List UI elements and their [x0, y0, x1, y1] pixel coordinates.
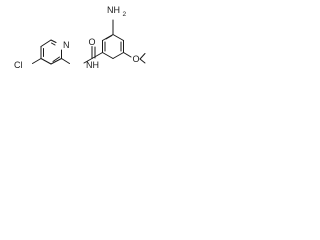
bond	[112, 52, 124, 59]
amine-subscript: 2	[123, 11, 127, 18]
molecule-drawing: Cl N NH O NH 2 O	[14, 5, 146, 70]
bond	[139, 53, 146, 60]
bond	[40, 58, 52, 65]
carbonyl-oxygen-label: O	[89, 37, 96, 47]
bond	[91, 52, 103, 59]
bond	[102, 52, 114, 59]
methoxy-oxygen-label: O	[133, 54, 140, 64]
bond	[32, 58, 42, 64]
bond	[61, 58, 70, 64]
bond	[52, 56, 60, 62]
bond	[105, 35, 113, 40]
bond	[40, 39, 52, 47]
bond	[139, 58, 146, 64]
bond	[50, 39, 57, 43]
bond	[112, 34, 124, 41]
benzene-ring	[102, 34, 124, 59]
bond	[50, 58, 62, 65]
bond	[51, 42, 56, 46]
pyridine-ring	[40, 39, 62, 65]
structure-canvas: Cl N NH O NH 2 O	[0, 0, 180, 83]
amine-label: NH	[107, 5, 120, 15]
bond	[83, 58, 93, 64]
bond	[123, 52, 132, 58]
chlorine-label: Cl	[14, 60, 23, 70]
pyridine-nitrogen-label: N	[63, 40, 70, 50]
amide-nh-label: NH	[86, 60, 99, 70]
